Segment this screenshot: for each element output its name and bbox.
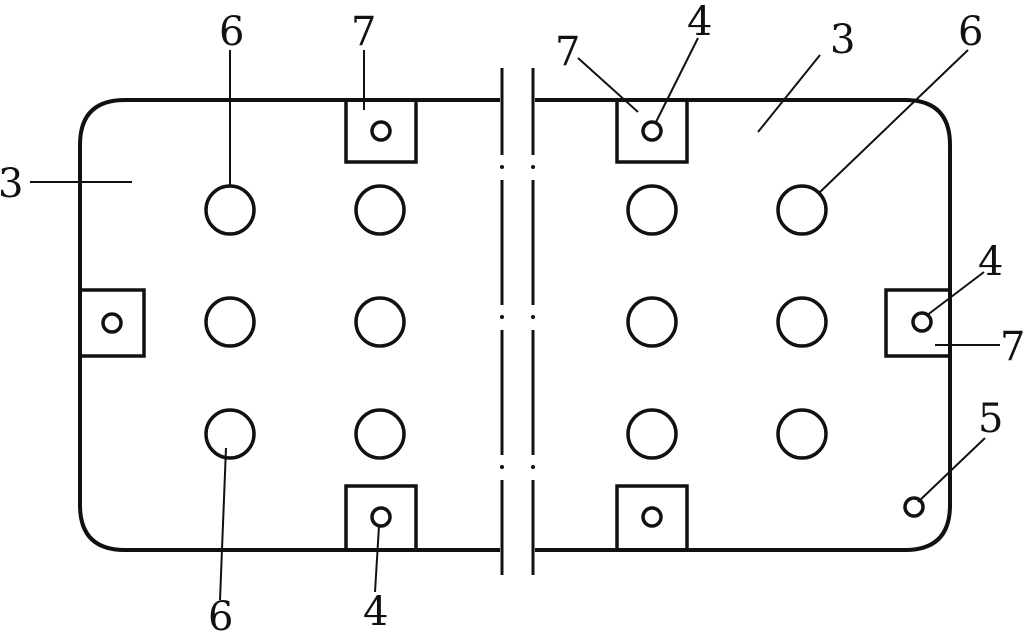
label-hole-top-left: 6 (219, 9, 244, 55)
leader-lines (30, 37, 1000, 601)
large-hole (626, 408, 678, 460)
large-hole (204, 408, 256, 460)
label-tab-top-right: 7 (555, 29, 580, 75)
tab-bottom-left (344, 484, 418, 552)
large-hole (626, 184, 678, 236)
tab-top-left (344, 98, 418, 164)
large-hole (776, 184, 828, 236)
pin (370, 506, 392, 528)
large-hole (354, 184, 406, 236)
corner-hole (903, 496, 925, 518)
label-tab-right: 7 (1000, 324, 1024, 370)
label-pin-top-right: 4 (687, 0, 712, 45)
large-hole (776, 296, 828, 348)
large-hole (204, 184, 256, 236)
pin (370, 120, 392, 142)
tab-right (884, 288, 952, 358)
tab-top-right (615, 98, 689, 164)
label-hole-top-right: 6 (958, 9, 983, 55)
label-hole-bottom-left: 6 (208, 594, 233, 634)
label-plate-right: 3 (830, 17, 855, 63)
pin (101, 312, 123, 334)
break-lines (500, 68, 535, 575)
label-pin-right: 4 (978, 239, 1003, 285)
label-pin-bottom-left: 4 (363, 589, 388, 634)
label-plate-left: 3 (0, 161, 23, 207)
large-hole (204, 296, 256, 348)
label-corner-hole: 5 (978, 396, 1003, 442)
large-hole (776, 408, 828, 460)
pin (911, 311, 933, 333)
pin (641, 506, 663, 528)
label-tab-top-left: 7 (351, 9, 376, 55)
large-holes-left (204, 184, 406, 460)
tab-bottom-right (615, 484, 689, 552)
large-hole (626, 296, 678, 348)
pin (641, 120, 663, 142)
large-hole (354, 296, 406, 348)
large-hole (354, 408, 406, 460)
large-holes-right (626, 184, 828, 460)
tab-left (78, 288, 146, 358)
